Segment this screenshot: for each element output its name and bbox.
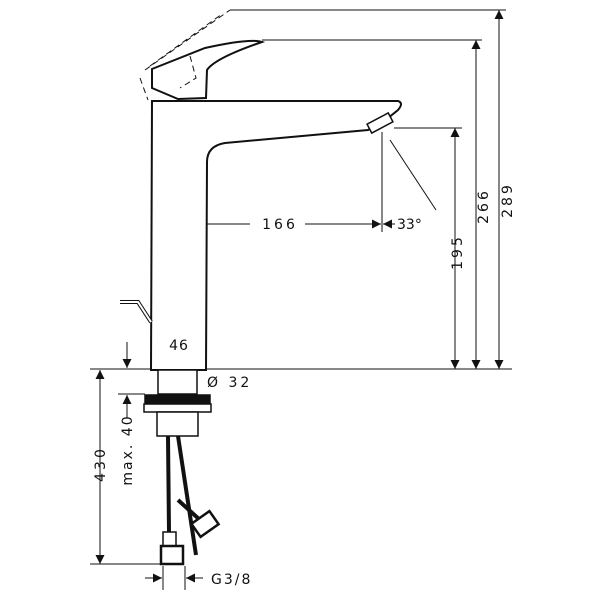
spray-angle-line [389, 139, 437, 211]
hose-connector-2 [189, 509, 221, 539]
mounting-assembly [143, 369, 221, 566]
hose-2 [176, 435, 198, 556]
label-46: 46 [169, 338, 189, 354]
label-diameter-32: Ø 32 [207, 375, 252, 391]
lever-handle [151, 39, 266, 101]
shank [157, 369, 198, 395]
label-166: 166 [262, 217, 298, 233]
label-max-40: max. 40 [120, 414, 136, 485]
hose-connector-1-nut [159, 544, 185, 566]
washer [143, 403, 212, 413]
label-266: 266 [476, 188, 492, 224]
spout [149, 100, 402, 371]
faucet-body [149, 39, 402, 371]
hose-3 [176, 498, 202, 522]
thread-body [156, 411, 199, 437]
label-195: 195 [450, 234, 466, 270]
pop-up-rod-inner [120, 301, 152, 323]
hose-connector-1 [162, 531, 177, 547]
lever-open-position [139, 9, 231, 101]
label-g38: G3/8 [211, 572, 252, 588]
aerator [366, 111, 394, 135]
label-33-degrees: 33° [397, 217, 422, 233]
nut [144, 394, 211, 405]
pop-up-rod [120, 300, 153, 324]
label-430: 430 [93, 446, 109, 482]
label-289: 289 [500, 182, 516, 218]
hose-1 [166, 435, 171, 533]
